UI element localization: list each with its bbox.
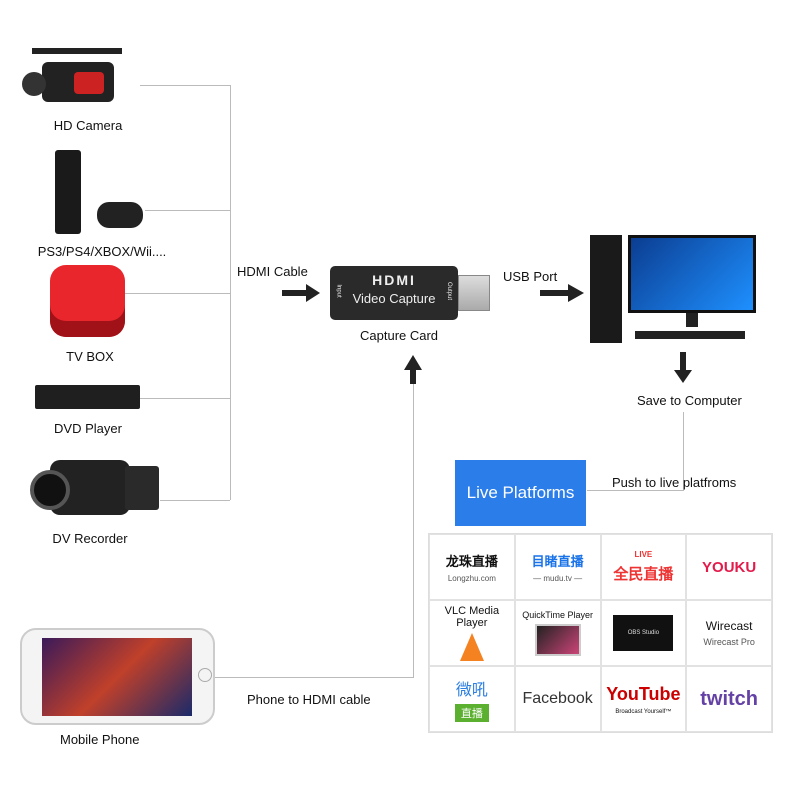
- game-console-image: [55, 150, 145, 235]
- hd-camera-image: [22, 42, 134, 114]
- arrow-save: [674, 352, 692, 383]
- connector: [413, 380, 414, 678]
- output-label: Output: [445, 281, 452, 301]
- live-platforms-box: Live Platforms: [455, 460, 586, 526]
- connector: [125, 293, 230, 294]
- connector: [140, 398, 230, 399]
- platform-facebook: Facebook: [514, 666, 601, 732]
- platform-twitch: twitch: [686, 666, 772, 732]
- input-label: Input: [335, 284, 342, 298]
- connector: [683, 412, 684, 491]
- arrow-to-capture: [282, 284, 320, 302]
- hdmi-cable-label: HDMI Cable: [237, 264, 308, 279]
- source-label: DV Recorder: [52, 531, 128, 546]
- capture-card-device: HDMI Video Capture Input Output: [330, 266, 458, 320]
- connector: [215, 677, 413, 678]
- vlc-cone-icon: [459, 633, 484, 661]
- computer-image: [590, 235, 760, 345]
- platform-quicktime: QuickTime Player: [514, 600, 601, 666]
- source-label: TV BOX: [66, 349, 114, 364]
- usb-port-label: USB Port: [503, 269, 558, 284]
- platform-weihou: 微吼直播: [429, 666, 515, 732]
- capture-card-label: Capture Card: [360, 328, 439, 343]
- capture-card-title: Video Capture: [352, 291, 436, 306]
- phone-cable-label: Phone to HDMI cable: [247, 692, 371, 707]
- save-to-computer-label: Save to Computer: [637, 393, 742, 408]
- camcorder-image: [30, 448, 160, 526]
- source-label: PS3/PS4/XBOX/Wii....: [37, 244, 167, 259]
- connector: [140, 85, 230, 86]
- connector: [145, 210, 230, 211]
- source-label: HD Camera: [53, 118, 123, 133]
- arrow-to-computer: [540, 284, 584, 302]
- platform-vlc: VLC Media Player: [429, 600, 515, 666]
- dvd-player-image: [35, 385, 140, 409]
- connector: [587, 490, 684, 491]
- platform-mudu: 目睹直播— mudu.tv —: [514, 534, 601, 600]
- platform-youku: YOUKU: [686, 534, 772, 600]
- connector: [160, 500, 230, 501]
- source-label: DVD Player: [54, 421, 122, 436]
- mobile-phone-image: [20, 628, 215, 725]
- hdmi-logo: HDMI: [372, 272, 416, 288]
- mobile-phone-label: Mobile Phone: [60, 732, 140, 747]
- usb-plug: [458, 275, 490, 311]
- source-bracket-line: [230, 85, 231, 500]
- push-live-label: Push to live platfroms: [612, 475, 737, 490]
- platform-obs: OBS Studio: [600, 600, 687, 666]
- tv-box-image: [50, 265, 125, 337]
- arrow-phone-up: [404, 355, 422, 384]
